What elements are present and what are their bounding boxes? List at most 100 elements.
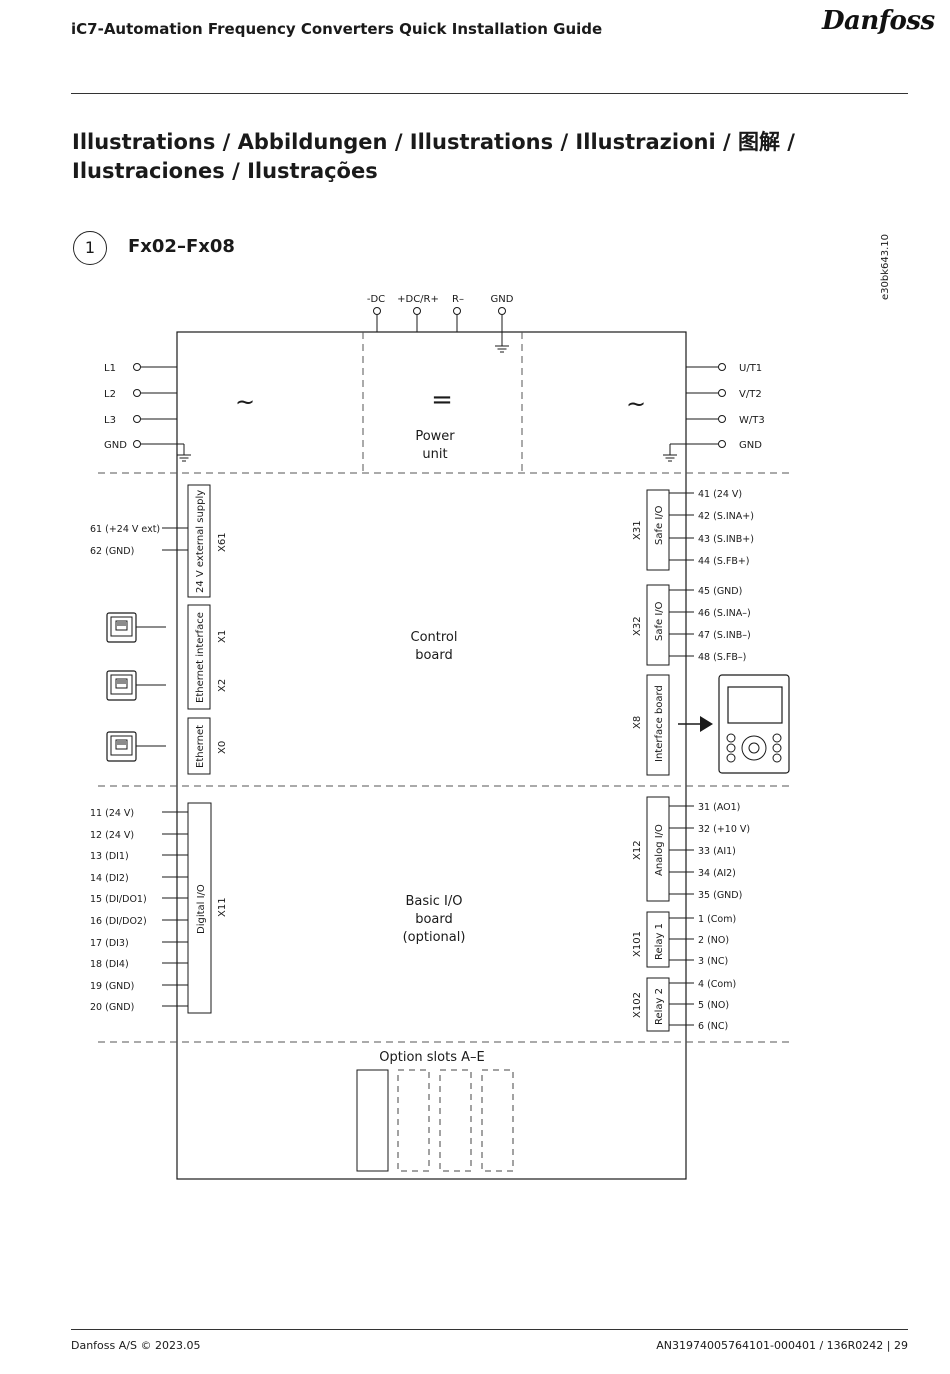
header-divider xyxy=(71,93,908,94)
x32-id: X32 xyxy=(632,616,643,636)
x11-connector xyxy=(187,802,212,1014)
footer-copyright: Danfoss A/S © 2023.05 xyxy=(71,1339,201,1352)
x11-terminal-label: 19 (GND) xyxy=(90,981,134,992)
x102-terminal-label: 4 (Com) xyxy=(698,979,736,990)
drive-outline xyxy=(176,331,687,1180)
ethernet-interface-name: Ethernet interface xyxy=(195,612,206,703)
output-terminal-label: W/T3 xyxy=(739,415,765,426)
x11-terminal-label: 14 (DI2) xyxy=(90,873,129,884)
x12-name: Analog I/O xyxy=(654,824,665,876)
basic-io-label: (optional) xyxy=(403,930,466,945)
output-terminal-label: GND xyxy=(739,440,762,451)
x11-terminal-label: 13 (DI1) xyxy=(90,851,129,862)
ethernet-id: X0 xyxy=(217,741,228,754)
x31-id: X31 xyxy=(632,520,643,540)
arrow-icon xyxy=(678,716,713,732)
x31-connector xyxy=(646,489,670,571)
x102-terminal-label: 6 (NC) xyxy=(698,1021,728,1032)
power-unit-label: unit xyxy=(422,447,447,462)
option-slot xyxy=(397,1069,430,1172)
document-header-title: iC7-Automation Frequency Converters Quic… xyxy=(71,20,603,38)
output-terminal-label: U/T1 xyxy=(739,363,762,374)
input-terminal-label: L2 xyxy=(104,389,116,400)
ethernet-connector xyxy=(187,717,211,775)
x8-id: X8 xyxy=(632,716,643,729)
x12-connector xyxy=(646,796,670,902)
x12-terminal-label: 32 (+10 V) xyxy=(698,824,750,835)
x61-terminal-label: 61 (+24 V ext) xyxy=(90,524,160,535)
x102-terminal-label: 5 (NO) xyxy=(698,1000,729,1011)
ac-output-symbol: ~ xyxy=(626,390,646,418)
control-panel-icon xyxy=(718,674,790,774)
x8-name: Interface board xyxy=(654,685,665,762)
x31-terminal-label: 43 (S.INB+) xyxy=(698,534,754,545)
ethernet-interface-id: X2 xyxy=(217,679,228,692)
x102-name: Relay 2 xyxy=(654,988,665,1025)
ethernet-name: Ethernet xyxy=(195,725,206,768)
x8-connector xyxy=(646,674,670,776)
x61-name: 24 V external supply xyxy=(195,490,206,593)
x11-id: X11 xyxy=(217,897,228,917)
x31-terminal-label: 44 (S.FB+) xyxy=(698,556,750,567)
footer-document-id: AN31974005764101-000401 / 136R0242 | 29 xyxy=(656,1339,908,1352)
input-terminals xyxy=(133,363,191,462)
dc-link-symbol: = xyxy=(431,385,453,415)
x32-terminal-label: 47 (S.INB–) xyxy=(698,630,751,641)
dc-terminals xyxy=(373,307,509,353)
dc-terminal-label: R– xyxy=(452,294,464,305)
dc-terminal-label: +DC/R+ xyxy=(397,294,439,305)
input-terminal-label: L3 xyxy=(104,415,116,426)
input-terminal-label: L1 xyxy=(104,363,116,374)
x32-name: Safe I/O xyxy=(654,601,665,641)
section-separators xyxy=(98,332,790,1043)
ethernet-interface-connector xyxy=(187,604,211,710)
x61-id: X61 xyxy=(217,532,228,552)
ethernet-interface-id: X1 xyxy=(217,630,228,643)
rj45-port-icon xyxy=(106,670,166,701)
x11-terminal-label: 16 (DI/DO2) xyxy=(90,916,147,927)
x61-terminal-label: 62 (GND) xyxy=(90,546,134,557)
x101-terminal-label: 1 (Com) xyxy=(698,914,736,925)
option-slot xyxy=(481,1069,514,1172)
x12-id: X12 xyxy=(632,840,643,860)
danfoss-logo: Danfoss xyxy=(822,6,935,36)
footer-divider xyxy=(71,1329,908,1330)
x102-id: X102 xyxy=(632,992,643,1018)
control-board-label: Control xyxy=(411,630,458,645)
x12-terminal-label: 35 (GND) xyxy=(698,890,742,901)
x31-name: Safe I/O xyxy=(654,505,665,545)
option-slots-label: Option slots A–E xyxy=(379,1050,484,1065)
ac-input-symbol: ~ xyxy=(235,388,255,416)
x32-connector xyxy=(646,584,670,666)
input-terminal-label: GND xyxy=(104,440,127,451)
figure-title: Fx02–Fx08 xyxy=(128,236,235,257)
x31-terminal-label: 41 (24 V) xyxy=(698,489,742,500)
dc-terminal-label: GND xyxy=(491,294,514,305)
rj45-port-icon xyxy=(106,731,166,762)
control-board-label: board xyxy=(415,648,453,663)
x32-terminal-label: 46 (S.INA–) xyxy=(698,608,751,619)
x12-terminal-label: 33 (AI1) xyxy=(698,846,736,857)
output-terminal-label: V/T2 xyxy=(739,389,762,400)
x31-terminal-label: 42 (S.INA+) xyxy=(698,511,754,522)
x11-terminal-label: 12 (24 V) xyxy=(90,830,134,841)
basic-io-label: board xyxy=(415,912,453,927)
basic-io-label: Basic I/O xyxy=(406,894,463,909)
power-unit-label: Power xyxy=(415,429,455,444)
output-terminals xyxy=(663,363,726,462)
option-slot xyxy=(356,1069,389,1172)
x11-terminal-label: 15 (DI/DO1) xyxy=(90,894,147,905)
x101-name: Relay 1 xyxy=(654,923,665,960)
x32-terminal-label: 48 (S.FB–) xyxy=(698,652,746,663)
x11-terminal-label: 11 (24 V) xyxy=(90,808,134,819)
rj45-port-icon xyxy=(106,612,166,643)
x11-terminal-lines xyxy=(162,811,188,1007)
figure-number: 1 xyxy=(73,231,107,265)
section-title: Illustrations / Abbildungen / Illustrati… xyxy=(72,130,795,183)
x32-terminal-label: 45 (GND) xyxy=(698,586,742,597)
x101-terminal-label: 2 (NO) xyxy=(698,935,729,946)
x11-terminal-label: 17 (DI3) xyxy=(90,938,129,949)
x11-name: Digital I/O xyxy=(196,884,207,934)
x101-id: X101 xyxy=(632,931,643,957)
